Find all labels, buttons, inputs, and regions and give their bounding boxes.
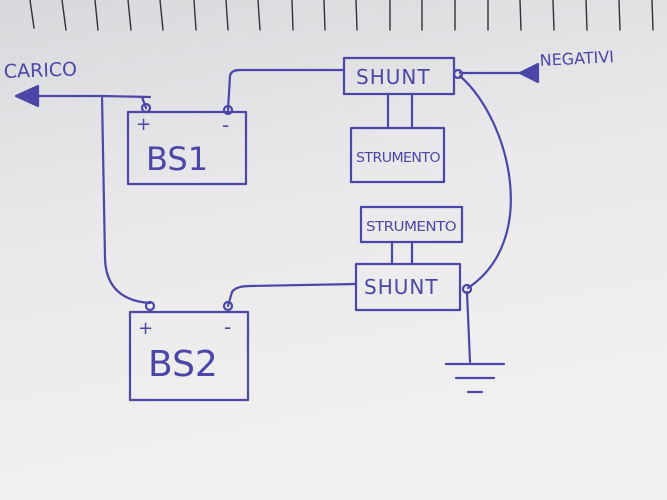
shunt-top-label: SHUNT xyxy=(356,65,431,89)
notebook-edge-rules xyxy=(29,0,654,31)
battery-1-plus: + xyxy=(136,114,151,135)
meter-top-box xyxy=(349,126,446,184)
bs2-negative-wire xyxy=(226,282,358,308)
battery-2-plus: + xyxy=(138,318,153,339)
ground-symbol xyxy=(444,290,506,394)
bs1-negative-wire xyxy=(226,68,346,112)
negative-arrow xyxy=(458,62,540,84)
bs2-negative-terminal xyxy=(222,300,234,312)
battery-1-box xyxy=(126,110,248,186)
meter-bottom-box xyxy=(359,205,464,244)
battery-2-label: BS2 xyxy=(148,344,218,385)
load-label: CARICO xyxy=(3,58,77,83)
positive-bus-wire xyxy=(100,94,152,305)
meter-bottom-label: STRUMENTO xyxy=(366,220,456,235)
shunt-top-right-terminal xyxy=(452,68,464,80)
meter-top-label: STRUMENTO xyxy=(356,151,440,166)
shunt-bottom-box xyxy=(354,262,462,312)
battery-2-minus: - xyxy=(224,315,231,339)
shunt-link-wire xyxy=(458,74,512,290)
bs1-positive-lead xyxy=(140,95,148,110)
battery-1-label: BS1 xyxy=(146,140,208,178)
bs2-positive-terminal xyxy=(144,300,156,312)
battery-2-box xyxy=(128,310,250,402)
battery-1-minus: - xyxy=(222,113,229,137)
bs1-negative-terminal xyxy=(222,104,234,116)
shunt-bottom-label: SHUNT xyxy=(364,275,439,299)
negative-label: NEGATIVI xyxy=(539,47,614,70)
shunt-top-box xyxy=(342,56,456,96)
shunt-top-sense-wires xyxy=(386,92,414,130)
shunt-bottom-sense-wires xyxy=(390,240,414,266)
